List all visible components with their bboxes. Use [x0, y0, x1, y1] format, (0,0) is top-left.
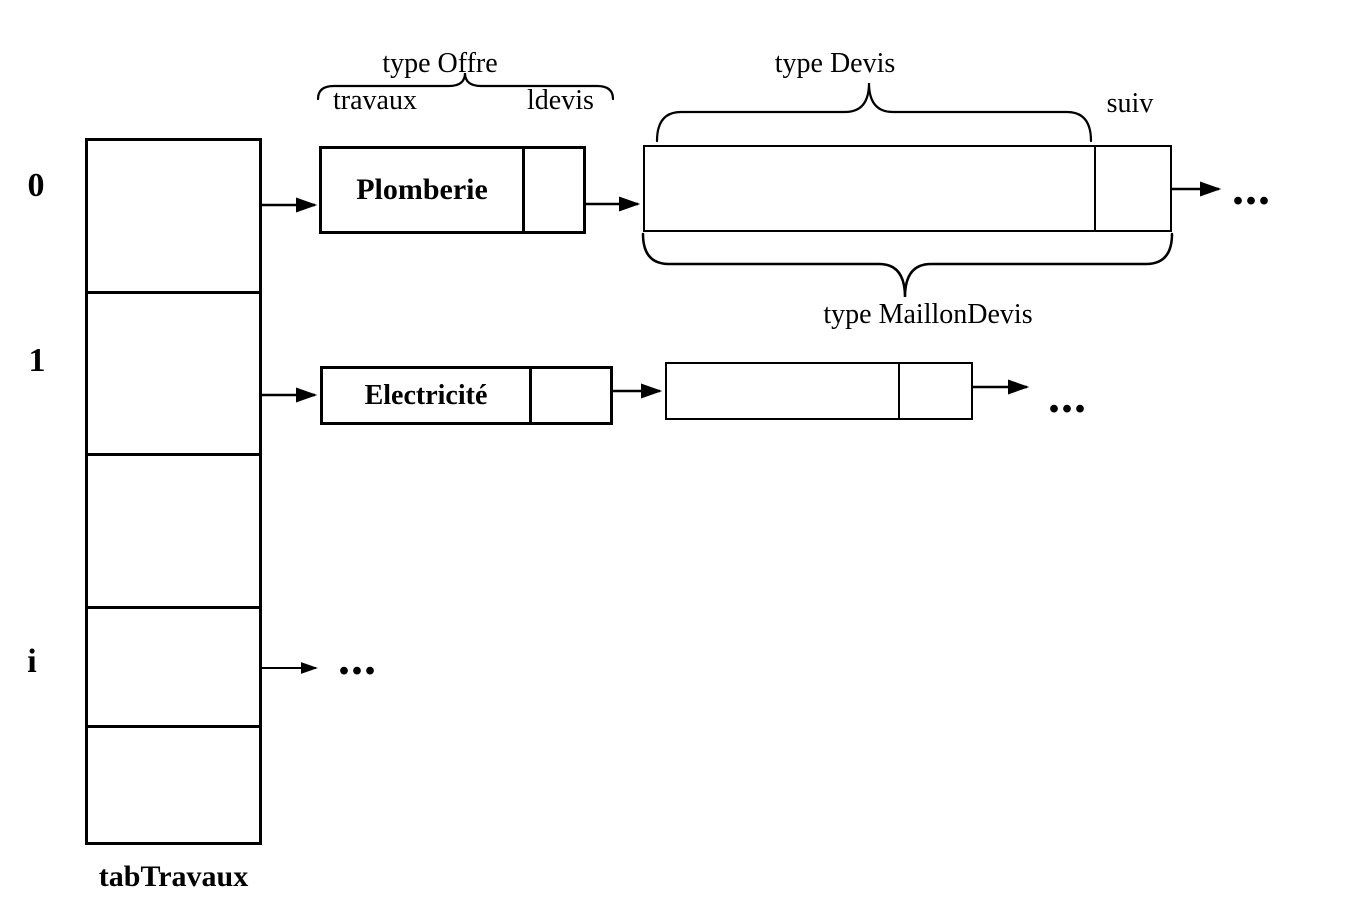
array-index-1: 1	[28, 342, 46, 379]
offre-ldevis-pointer-cell	[522, 149, 583, 231]
offre-ldevis-pointer-cell	[529, 369, 610, 422]
field-ldevis-label: ldevis	[527, 85, 594, 116]
type-devis-label: type Devis	[774, 48, 896, 79]
ellipsis-row1: ...	[1048, 370, 1087, 423]
brace-type-maillon-devis	[641, 232, 1174, 298]
maillon-devis-node-row1	[665, 362, 973, 420]
array-cell-divider	[88, 725, 259, 728]
suiv-pointer-cell	[898, 364, 971, 418]
suiv-pointer-cell	[1094, 147, 1170, 230]
offre-node-plomberie: Plomberie	[319, 146, 586, 234]
devis-value-cell	[645, 147, 1094, 230]
brace-type-offre	[316, 72, 615, 101]
type-maillon-devis-label: type MaillonDevis	[823, 299, 1033, 330]
array-cell-divider	[88, 291, 259, 294]
tab-travaux-array	[85, 138, 262, 845]
ellipsis-row0: ...	[1232, 162, 1271, 215]
maillon-devis-node-row0	[643, 145, 1172, 232]
type-offre-label: type Offre	[382, 48, 498, 79]
field-suiv-label: suiv	[1106, 88, 1154, 119]
array-cell-divider	[88, 606, 259, 609]
ellipsis-rowi: ...	[338, 632, 377, 685]
array-name-label: tabTravaux	[98, 860, 249, 893]
field-travaux-label: travaux	[333, 85, 417, 116]
array-index-0: 0	[27, 167, 45, 204]
devis-value-cell	[667, 364, 898, 418]
array-index-i: i	[27, 643, 37, 680]
offre-travaux-value: Electricité	[364, 379, 488, 411]
offre-node-electricite: Electricité	[320, 366, 613, 425]
brace-type-devis	[655, 82, 1093, 143]
array-cell-divider	[88, 453, 259, 456]
offre-travaux-value: Plomberie	[356, 173, 488, 206]
